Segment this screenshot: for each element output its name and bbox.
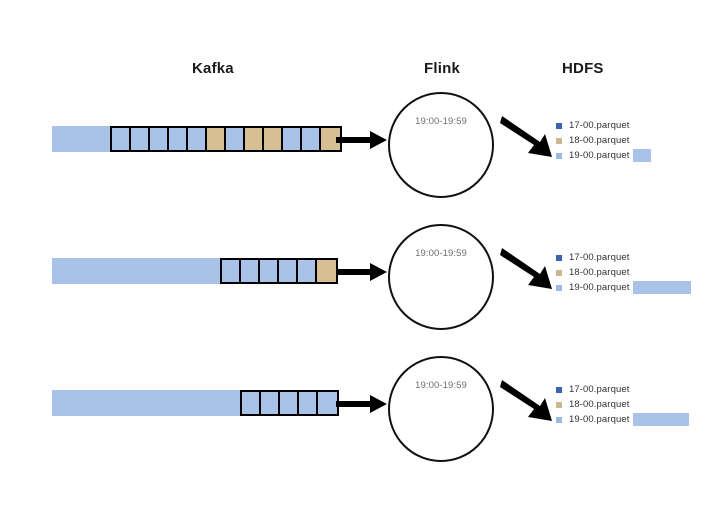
flink-window-label: 19:00-19:59 [415, 380, 467, 391]
kafka-record-cell-blue [150, 128, 169, 150]
hdfs-file-name: 19-00.parquet [569, 150, 630, 161]
kafka-stream [52, 258, 338, 284]
kafka-consumed-bar [52, 126, 110, 152]
hdfs-file-size-bar [633, 149, 652, 162]
hdfs-file-item: 17-00.parquet [556, 382, 689, 397]
file-color-swatch-icon [556, 254, 562, 261]
arrow-kafka-to-flink [336, 262, 388, 287]
hdfs-output-list: 17-00.parquet 18-00.parquet 19-00.parquet [556, 250, 692, 295]
arrow-flink-to-hdfs [500, 244, 556, 297]
kafka-record-cell-tan [321, 128, 340, 150]
file-color-swatch-icon [556, 386, 562, 393]
kafka-record-cell-tan [317, 260, 336, 282]
hdfs-file-name: 17-00.parquet [569, 252, 630, 263]
pipeline-row: 19:00-19:59 17-00.parquet 18-00.parquet 19-… [0, 224, 720, 372]
file-color-swatch-icon [556, 284, 562, 291]
kafka-record-cell-blue [261, 392, 280, 414]
hdfs-file-name: 19-00.parquet [569, 282, 630, 293]
hdfs-output-list: 17-00.parquet 18-00.parquet 19-00.parquet [556, 382, 690, 427]
flink-circle: 19:00-19:59 [388, 224, 494, 330]
arrow-flink-to-hdfs [500, 376, 556, 429]
pipeline-row: 19:00-19:59 17-00.parquet 18-00.parquet 19-… [0, 356, 720, 504]
file-color-swatch-icon [556, 122, 562, 129]
hdfs-file-item: 19-00.parquet [556, 412, 690, 427]
kafka-record-cell-blue [226, 128, 245, 150]
hdfs-file-name: 18-00.parquet [569, 135, 630, 146]
file-color-swatch-icon [556, 416, 562, 423]
flink-circle: 19:00-19:59 [388, 92, 494, 198]
column-header-hdfs: HDFS [562, 60, 604, 77]
hdfs-output-list: 17-00.parquet 18-00.parquet 19-00.parquet [556, 118, 652, 163]
kafka-record-cell-tan [245, 128, 264, 150]
kafka-record-cell-blue [112, 128, 131, 150]
kafka-record-cell-tan [264, 128, 283, 150]
kafka-record-cell-blue [169, 128, 188, 150]
kafka-record-cell-blue [241, 260, 260, 282]
kafka-record-cell-blue [299, 392, 318, 414]
flink-circle: 19:00-19:59 [388, 356, 494, 462]
flink-window: 19:00-19:59 [388, 356, 494, 462]
hdfs-file-name: 18-00.parquet [569, 267, 630, 278]
kafka-stream [52, 390, 339, 416]
arrow-kafka-to-flink [336, 394, 388, 419]
hdfs-file-name: 18-00.parquet [569, 399, 630, 410]
kafka-record-cell-blue [302, 128, 321, 150]
hdfs-file-item: 18-00.parquet [556, 133, 651, 148]
kafka-consumed-bar [52, 390, 240, 416]
kafka-record-cell-blue [222, 260, 241, 282]
column-header-flink: Flink [424, 60, 461, 77]
kafka-consumed-bar [52, 258, 220, 284]
kafka-stream [52, 126, 342, 152]
hdfs-file-item: 18-00.parquet [556, 397, 689, 412]
hdfs-file-item: 18-00.parquet [556, 265, 691, 280]
kafka-record-cell-blue [298, 260, 317, 282]
kafka-record-cell-blue [318, 392, 337, 414]
kafka-record-cell-blue [260, 260, 279, 282]
hdfs-file-item: 19-00.parquet [556, 280, 692, 295]
kafka-record-cell-blue [283, 128, 302, 150]
pipeline-row: 19:00-19:59 17-00.parquet 18-00.parquet 19-… [0, 92, 720, 240]
flink-window: 19:00-19:59 [388, 92, 494, 198]
kafka-record-cells [110, 126, 342, 152]
flink-window-label: 19:00-19:59 [415, 248, 467, 259]
hdfs-file-name: 17-00.parquet [569, 120, 630, 131]
kafka-record-cell-blue [242, 392, 261, 414]
kafka-record-cell-blue [279, 260, 298, 282]
file-color-swatch-icon [556, 137, 562, 144]
file-color-swatch-icon [556, 269, 562, 276]
kafka-record-cells [220, 258, 338, 284]
flink-window: 19:00-19:59 [388, 224, 494, 330]
kafka-record-cell-blue [280, 392, 299, 414]
hdfs-file-name: 19-00.parquet [569, 414, 630, 425]
kafka-record-cell-blue [188, 128, 207, 150]
flink-window-label: 19:00-19:59 [415, 116, 467, 127]
file-color-swatch-icon [556, 401, 562, 408]
kafka-record-cell-tan [207, 128, 226, 150]
column-header-kafka: Kafka [192, 60, 234, 77]
kafka-record-cell-blue [131, 128, 150, 150]
arrow-flink-to-hdfs [500, 112, 556, 165]
hdfs-file-item: 19-00.parquet [556, 148, 652, 163]
hdfs-file-item: 17-00.parquet [556, 250, 691, 265]
hdfs-file-item: 17-00.parquet [556, 118, 651, 133]
hdfs-file-size-bar [633, 281, 692, 294]
file-color-swatch-icon [556, 152, 562, 159]
hdfs-file-name: 17-00.parquet [569, 384, 630, 395]
kafka-record-cells [240, 390, 339, 416]
hdfs-file-size-bar [633, 413, 690, 426]
arrow-kafka-to-flink [336, 130, 388, 155]
